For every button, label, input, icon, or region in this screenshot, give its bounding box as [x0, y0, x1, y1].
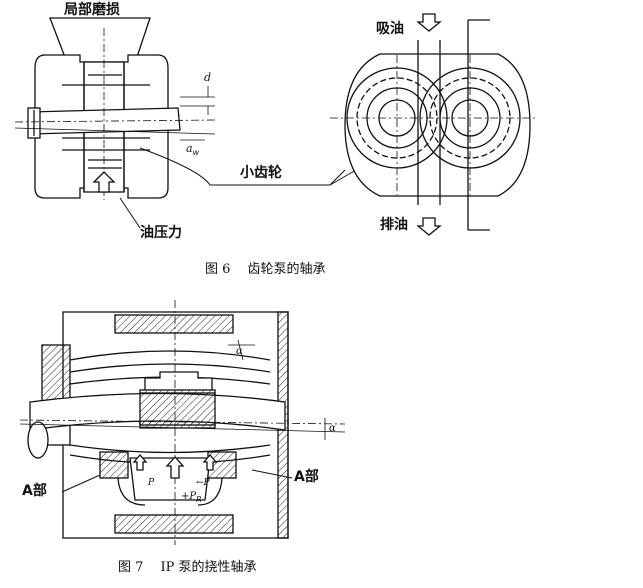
fig7-flexible-bearing: [19, 300, 346, 545]
label-a-part-left: A部: [22, 483, 47, 499]
small-gear-leader: [139, 147, 346, 186]
suction-arrow-icon: [416, 13, 442, 32]
label-angle-alpha-top: α: [236, 346, 243, 357]
label-local-wear: 局部磨损: [64, 2, 120, 18]
force-arrow-left-icon: [132, 454, 148, 471]
fig6-gear-pump: [330, 13, 535, 236]
force-arrow-center-icon: [165, 456, 185, 479]
label-oil-pressure: 油压力: [140, 225, 182, 241]
label-dim-aw: aw: [186, 142, 200, 158]
discharge-arrow-icon: [416, 217, 442, 236]
label-dim-d: d: [204, 71, 212, 84]
force-arrow-right-icon: [202, 454, 218, 471]
label-small-gear: 小齿轮: [240, 165, 282, 181]
label-angle-alpha-right: α: [329, 423, 336, 434]
label-a-part-right: A部: [294, 469, 319, 485]
label-force-p-right: ←P: [196, 478, 210, 488]
caption-figure-7: 图 7 IP 泵的挠性轴承: [118, 560, 257, 575]
label-force-p-left: P: [148, 478, 155, 488]
label-force-pr: +PR: [181, 491, 202, 504]
caption-figure-6: 图 6 齿轮泵的轴承: [205, 262, 326, 277]
label-suction: 吸油: [376, 21, 404, 37]
label-discharge: 排油: [380, 217, 408, 233]
fig6-bearing-block: [14, 17, 216, 229]
